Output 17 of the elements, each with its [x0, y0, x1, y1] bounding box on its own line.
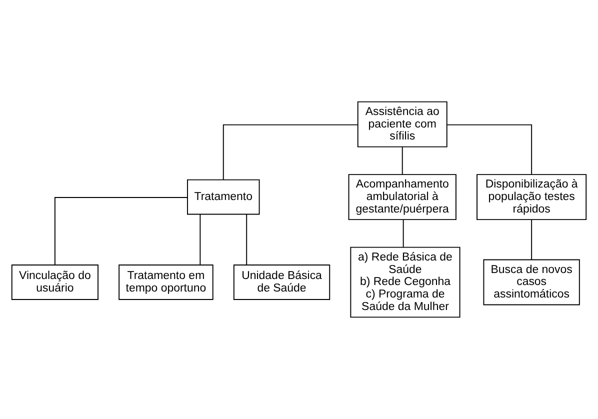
node-box: Tratamento — [187, 179, 260, 215]
connector — [446, 124, 532, 175]
connector — [531, 219, 532, 260]
connector — [54, 197, 188, 266]
connector — [402, 146, 403, 175]
node-box: Assistência ao paciente com sífilis — [357, 101, 448, 148]
node-box: Disponibilização à população testes rápidos — [476, 174, 587, 220]
node-box: Vinculação do usuário — [11, 264, 98, 300]
connector — [200, 214, 201, 266]
node-box: a) Rede Básica de Saúde b) Rede Cegonha c) Programa de Saúde da Mulher — [350, 246, 460, 318]
connector — [402, 219, 404, 248]
node-box: Tratamento em tempo oportuno — [118, 264, 214, 300]
connector — [222, 124, 358, 180]
node-box: Acompanhamento ambulatorial à gestante/puérpera — [348, 174, 456, 220]
node-box: Busca de novos casos assintomáticos — [483, 259, 580, 306]
node-box: Unidade Básica de Saúde — [233, 264, 330, 300]
connector — [246, 214, 248, 266]
